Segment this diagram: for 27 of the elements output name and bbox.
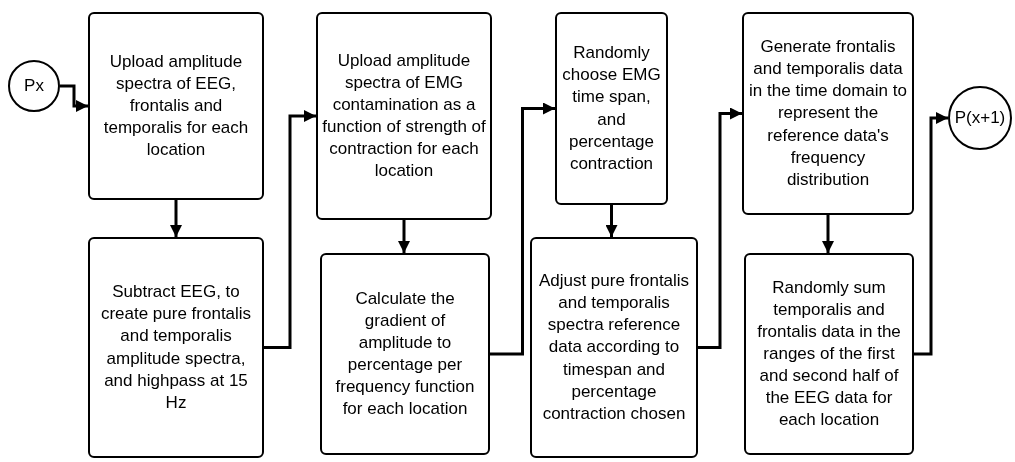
arrow — [60, 84, 88, 112]
arrow — [605, 205, 618, 237]
step-text: Generate frontalis and temporalis data in the time domain to represent the reference data's frequency distribution — [748, 36, 908, 191]
arrow — [490, 102, 555, 356]
step-text: Upload amplitude spectra of EEG, frontalis and temporalis for each location — [102, 50, 250, 162]
arrow — [170, 200, 182, 237]
process-box — [316, 12, 492, 220]
arrow — [698, 107, 742, 349]
arrow — [822, 215, 834, 253]
step-text: Px — [24, 74, 44, 97]
arrow — [264, 110, 316, 349]
arrow — [914, 112, 948, 356]
process-box — [320, 253, 490, 455]
process-box — [530, 237, 698, 458]
process-box — [555, 12, 668, 205]
process-box — [88, 12, 264, 200]
step-text: Randomly choose EMG time span, and percentage contraction — [561, 42, 662, 175]
process-box — [742, 12, 914, 215]
step-text: P(x+1) — [954, 106, 1006, 129]
step-text: Randomly sum temporalis and frontalis data in the ranges of the first and second half of the EEG data for each location — [756, 276, 902, 432]
step-text: Adjust pure frontalis and temporalis spectra reference data according to timespan and percentage contraction chosen — [537, 270, 691, 425]
process-box — [744, 253, 914, 455]
step-text: Upload amplitude spectra of EMG contamination as a function of strength of contraction for each location — [322, 49, 486, 183]
step-text: Subtract EEG, to create pure frontalis and temporalis amplitude spectra, and highpass at 15 Hz — [99, 281, 253, 414]
process-box — [88, 237, 264, 458]
arrow — [398, 220, 410, 253]
step-text: Calculate the gradient of amplitude to percentage per frequency function for each location — [334, 287, 476, 421]
